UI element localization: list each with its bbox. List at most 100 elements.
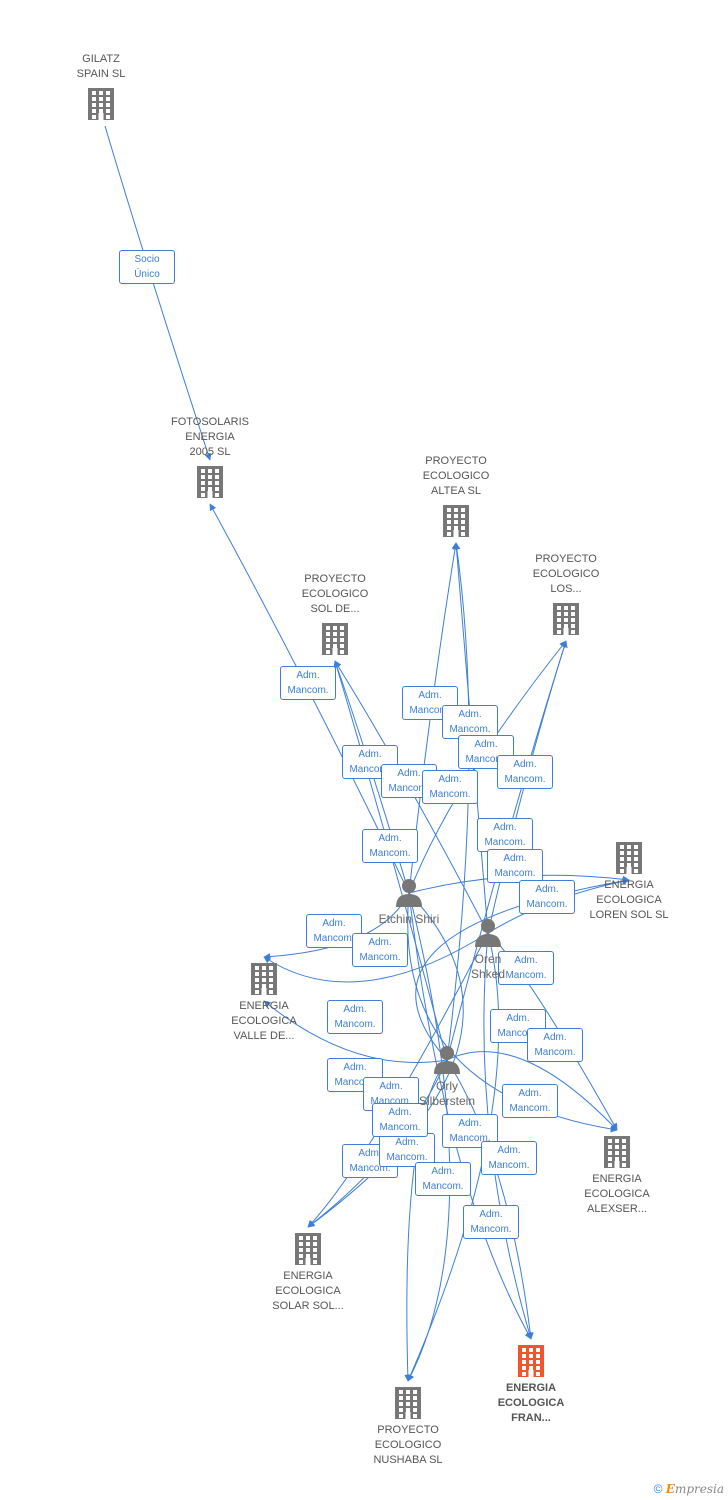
relation-label[interactable]: Adm.Mancom. [527,1028,583,1062]
relation-label[interactable]: Adm.Mancom. [481,1141,537,1175]
relation-label[interactable]: Adm.Mancom. [477,818,533,852]
relation-label-line: Mancom. [509,1103,551,1114]
relation-label[interactable]: Adm.Mancom. [498,951,554,985]
relation-label[interactable]: Adm.Mancom. [415,1162,471,1196]
company-label-line: ECOLOGICO [422,470,490,482]
relation-label-line: Mancom. [429,789,471,800]
building-icon[interactable] [197,466,223,498]
building-icon[interactable] [616,842,642,874]
relation-label[interactable]: Adm.Mancom. [379,1133,435,1167]
relation-label-line: Adm. [397,768,421,779]
company-label-line: FOTOSOLARIS [170,416,250,428]
relation-label-line: Mancom. [449,1133,491,1144]
relation-label[interactable]: Adm.Mancom. [487,849,543,883]
company-label-line: SOLAR SOL... [272,1300,344,1312]
relation-label[interactable]: Adm.Mancom. [502,1084,558,1118]
company-label-line: ECOLOGICA [231,1015,297,1027]
relation-edge [446,1051,618,1131]
relation-label[interactable]: Adm.Mancom. [442,705,498,739]
relation-label[interactable]: Adm. Mancom. [402,686,458,720]
person-icon[interactable] [475,919,501,947]
relation-label-line: Mancom. [386,1152,428,1163]
building-icon[interactable] [604,1136,630,1168]
company-label-line: ECOLOGICA [596,894,662,906]
relation-label[interactable]: Adm.Mancom. [280,666,336,700]
relation-label[interactable]: Adm.Mancom. [362,829,418,863]
relation-label[interactable]: Adm.Mancom. [497,755,553,789]
building-icon[interactable] [322,623,348,655]
relation-label[interactable]: Adm.Mancom. [342,745,398,779]
company-label-line: FRAN... [511,1412,551,1424]
relation-edge [404,1059,448,1382]
relation-label[interactable]: Adm.Mancom. [458,735,514,769]
relation-label[interactable]: Adm.Mancom. [463,1205,519,1239]
company-label-line: GILATZ [82,53,120,65]
relation-label-line: Adm. [514,955,538,966]
relation-label[interactable]: Adm. Mancom. [327,1000,383,1034]
relation-label-line: Mancom. [313,933,355,944]
company-label-line: LOS... [550,583,582,595]
company-label-line: ECOLOGICA [275,1285,341,1297]
relation-label-line: Mancom. [349,764,391,775]
company-label-line: ENERGIA [604,879,654,891]
relation-label-line: Mancom. [409,705,451,716]
building-icon[interactable] [553,603,579,635]
relation-label[interactable]: Adm.Mancom. [519,880,575,914]
company-label-line: NUSHABA SL [373,1454,443,1466]
company-label-line: ENERGIA [239,1000,289,1012]
building-icon[interactable] [251,963,277,995]
relation-label-line: Mancom. [465,754,507,765]
relation-label-line: Adm. [379,1081,403,1092]
relation-edge [104,125,212,461]
person-icon[interactable] [434,1046,460,1074]
footer-brand[interactable]: © Empresia [654,1482,724,1496]
building-icon[interactable] [518,1345,544,1377]
relation-label-line: Adm. [343,1004,367,1015]
relation-label-line: Mancom. [504,774,546,785]
person-label-line: Silberstein [418,1094,476,1108]
company-label-line: PROYECTO [377,1424,439,1436]
company-label[interactable]: FOTOSOLARIS ENERGIA 2005 SL [150,415,270,460]
building-icon[interactable] [295,1233,321,1265]
relation-label-line: Mancom. [388,783,430,794]
company-label[interactable]: PROYECTO ECOLOGICO NUSHABA SL [348,1423,468,1468]
relation-label[interactable]: Adm.Mancom. [422,770,478,804]
relation-label[interactable]: Adm.Mancom. [372,1103,428,1137]
relation-label-line: Adm. [458,709,482,720]
copyright-symbol: © [653,1482,663,1496]
company-label-line: ECOLOGICO [374,1439,442,1451]
relation-label-line: Mancom. [287,685,329,696]
relation-label-line: Adm. [418,690,442,701]
person-label[interactable]: Etchin Shiri [349,912,469,927]
relation-label-line: Adm. [378,833,402,844]
relation-label-line: Mancom. [334,1019,376,1030]
company-label-line: ALTEA SL [431,485,481,497]
company-label[interactable]: PROYECTO ECOLOGICO ALTEA SL [396,454,516,499]
company-label-line: ENERGIA [185,431,235,443]
building-icon[interactable] [395,1387,421,1419]
building-icon[interactable] [88,88,114,120]
company-label-line: 2005 SL [189,446,231,458]
relation-label-line: Adm. [503,853,527,864]
nodes-layer [88,88,642,1419]
relation-label-line: Adm. [479,1209,503,1220]
building-icon[interactable] [443,505,469,537]
person-icon[interactable] [396,879,422,907]
company-label-line: PROYECTO [425,455,487,467]
relation-label-line: Adm. [431,1166,455,1177]
relation-label[interactable]: Adm.Mancom. [352,933,408,967]
relation-label-line: Mancom. [349,1163,391,1174]
company-label-line: SOL DE... [310,603,360,615]
relation-label-line: Mancom. [484,837,526,848]
